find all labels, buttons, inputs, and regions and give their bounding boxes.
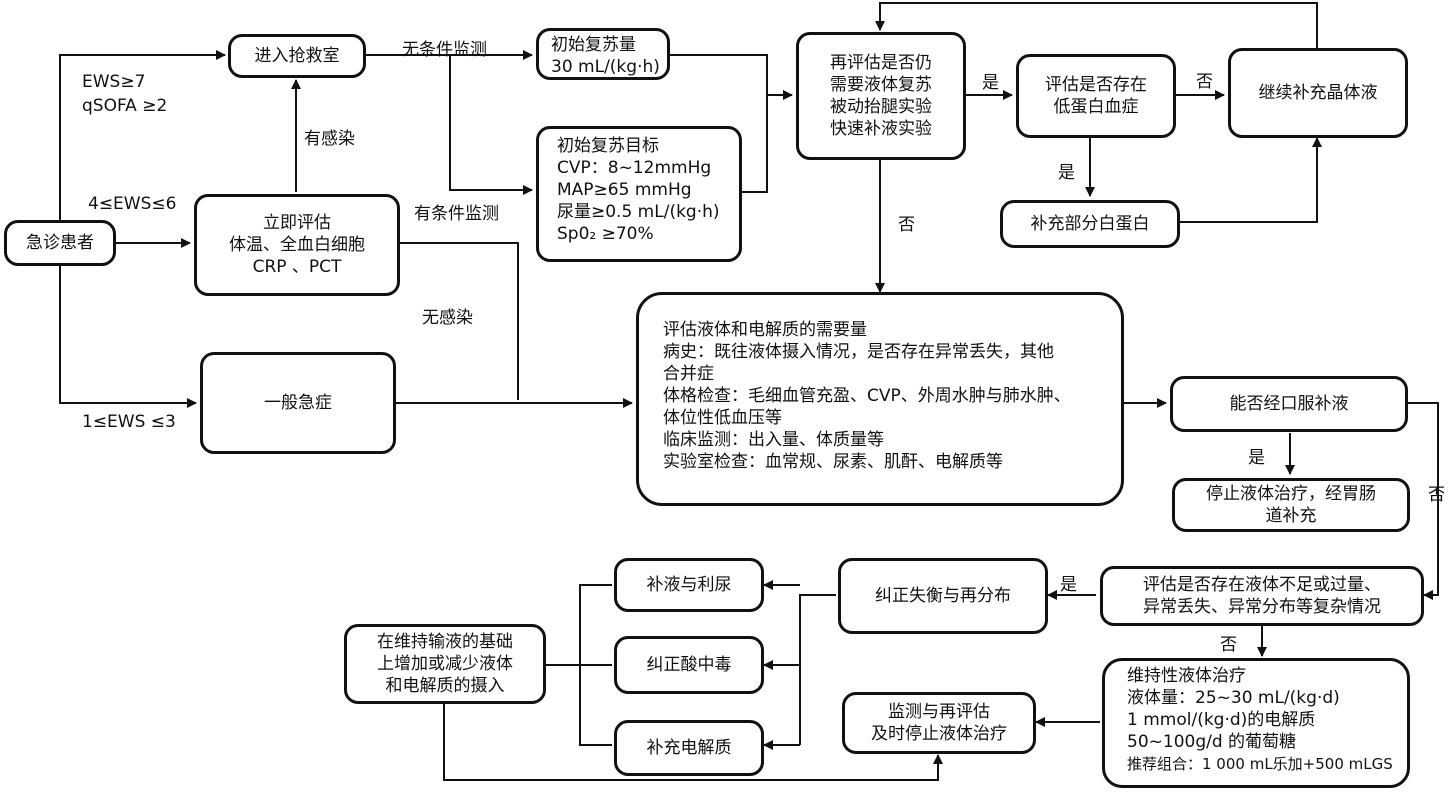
- fluid-needs-node: 评估液体和电解质的需要量 病史：既往液体摄入情况，是否存在异常丢失，其他 合并症…: [636, 292, 1124, 506]
- maintenance-line: 50~100g/d 的葡萄糖: [1127, 732, 1297, 752]
- fluid-needs-line: 临床监测：出入量、体质量等: [663, 430, 884, 450]
- assess-line: CRP 、PCT: [252, 257, 342, 277]
- no-label-hypoalbuminemia: 否: [1196, 72, 1213, 92]
- fluid-needs-line: 实验室检查：血常规、尿素、肌酐、电解质等: [663, 452, 1003, 472]
- maintenance-line: 维持性液体治疗: [1127, 666, 1246, 686]
- ews-high-label: EWS≥7: [82, 72, 146, 92]
- target-line: 初始复苏目标: [557, 136, 659, 156]
- general-emergency-label: 一般急症: [264, 393, 332, 413]
- infected-label: 有感染: [304, 129, 355, 149]
- supplement-electrolytes-node: 补充电解质: [614, 720, 764, 776]
- fluid-needs-line: 病史：既往液体摄入情况，是否存在异常丢失，其他: [663, 342, 1054, 362]
- yes-label-complex: 是: [1060, 575, 1077, 595]
- oral-possible-node: 能否经口服补液: [1170, 376, 1408, 432]
- rescue-room-node: 进入抢救室: [228, 34, 366, 78]
- adjust-intake-node: 在维持输液的基础 上增加或减少液体 和电解质的摄入: [344, 624, 546, 704]
- oral-possible-label: 能否经口服补液: [1229, 394, 1349, 414]
- no-label-reassess: 否: [898, 215, 915, 235]
- reassess-line: 快速补液实验: [830, 119, 932, 139]
- monitor-line: 及时停止液体治疗: [871, 724, 1007, 744]
- complex-assess-line: 异常丢失、异常分布等复杂情况: [1143, 597, 1381, 617]
- reassess-line: 被动抬腿实验: [830, 97, 932, 117]
- volume-line: 30 mL/(kg·h): [551, 57, 660, 77]
- yes-label-reassess: 是: [982, 73, 999, 93]
- yes-label-oral: 是: [1248, 448, 1265, 468]
- correct-redistribute-node: 纠正失衡与再分布: [838, 558, 1048, 634]
- fluid-diuresis-node: 补液与利尿: [614, 558, 764, 612]
- continue-crystalloid-node: 继续补充晶体液: [1228, 48, 1408, 138]
- reassess-line: 需要液体复苏: [830, 75, 932, 95]
- qsofa-label: qSOFA ≥2: [82, 96, 168, 116]
- yes-label-hypoalbuminemia: 是: [1058, 163, 1075, 183]
- supplement-albumin-node: 补充部分白蛋白: [1000, 200, 1180, 248]
- uninfected-label: 无感染: [422, 308, 473, 328]
- adjust-intake-line: 和电解质的摄入: [385, 676, 505, 696]
- monitor-node: 监测与再评估 及时停止液体治疗: [842, 692, 1036, 754]
- fluid-diuresis-label: 补液与利尿: [646, 575, 732, 595]
- target-line: CVP：8~12mmHg: [557, 158, 712, 178]
- assess-line: 体温、全血白细胞: [229, 235, 365, 255]
- target-line: Sp0₂ ≥70%: [557, 224, 654, 244]
- adjust-intake-line: 上增加或减少液体: [377, 654, 513, 674]
- reassess-node: 再评估是否仍 需要液体复苏 被动抬腿实验 快速补液实验: [796, 32, 966, 160]
- hypoalbuminemia-line: 评估是否存在: [1045, 75, 1147, 95]
- supplement-electrolytes-label: 补充电解质: [646, 738, 732, 758]
- fluid-needs-line: 体格检查：毛细血管充盈、CVP、外周水肿与肺水肿、: [663, 386, 1071, 406]
- maintenance-line: 液体量：25~30 mL/(kg·d): [1127, 688, 1340, 708]
- maintenance-line: 推荐组合：1 000 mL乐加+500 mLGS: [1127, 755, 1393, 773]
- immediate-assess-node: 立即评估 体温、全血白细胞 CRP 、PCT: [194, 194, 400, 296]
- no-label-oral: 否: [1428, 485, 1445, 505]
- no-condition-monitor-label: 无条件监测: [402, 40, 487, 60]
- ews-mid-label: 4≤EWS≤6: [88, 194, 177, 214]
- maintenance-line: 1 mmol/(kg·d)的电解质: [1127, 710, 1316, 730]
- patient-node: 急诊患者: [4, 220, 116, 266]
- rescue-room-label: 进入抢救室: [254, 46, 340, 66]
- maintenance-node: 维持性液体治疗 液体量：25~30 mL/(kg·d) 1 mmol/(kg·d…: [1102, 658, 1410, 788]
- patient-label: 急诊患者: [26, 233, 94, 253]
- complex-assess-node: 评估是否存在液体不足或过量、 异常丢失、异常分布等复杂情况: [1100, 566, 1424, 626]
- initial-volume-node: 初始复苏量 30 mL/(kg·h): [536, 28, 670, 80]
- volume-line: 初始复苏量: [551, 35, 636, 55]
- fluid-needs-line: 评估液体和电解质的需要量: [663, 320, 867, 340]
- complex-assess-line: 评估是否存在液体不足或过量、: [1143, 575, 1381, 595]
- hypoalbuminemia-node: 评估是否存在 低蛋白血症: [1016, 54, 1176, 138]
- no-label-complex: 否: [1220, 635, 1237, 655]
- stop-therapy-line: 停止液体治疗，经胃肠: [1206, 484, 1376, 504]
- stop-therapy-node: 停止液体治疗，经胃肠 道补充: [1172, 478, 1410, 532]
- fluid-needs-line: 合并症: [663, 364, 714, 384]
- with-condition-monitor-label: 有条件监测: [414, 204, 499, 224]
- adjust-intake-line: 在维持输液的基础: [377, 632, 513, 652]
- assess-line: 立即评估: [263, 213, 331, 233]
- general-emergency-node: 一般急症: [200, 352, 396, 454]
- initial-target-node: 初始复苏目标 CVP：8~12mmHg MAP≥65 mmHg 尿量≥0.5 m…: [536, 126, 742, 262]
- target-line: MAP≥65 mmHg: [557, 180, 692, 200]
- target-line: 尿量≥0.5 mL/(kg·h): [557, 202, 720, 222]
- correct-acidosis-label: 纠正酸中毒: [646, 655, 732, 675]
- stop-therapy-line: 道补充: [1265, 506, 1317, 526]
- continue-crystalloid-label: 继续补充晶体液: [1258, 83, 1378, 103]
- hypoalbuminemia-line: 低蛋白血症: [1053, 97, 1139, 117]
- reassess-line: 再评估是否仍: [830, 53, 932, 73]
- ews-low-label: 1≤EWS ≤3: [82, 412, 176, 432]
- fluid-needs-line: 体位性低血压等: [663, 408, 782, 428]
- correct-acidosis-node: 纠正酸中毒: [614, 636, 764, 694]
- monitor-line: 监测与再评估: [888, 702, 990, 722]
- supplement-albumin-label: 补充部分白蛋白: [1030, 214, 1150, 234]
- correct-redistribute-label: 纠正失衡与再分布: [875, 586, 1011, 606]
